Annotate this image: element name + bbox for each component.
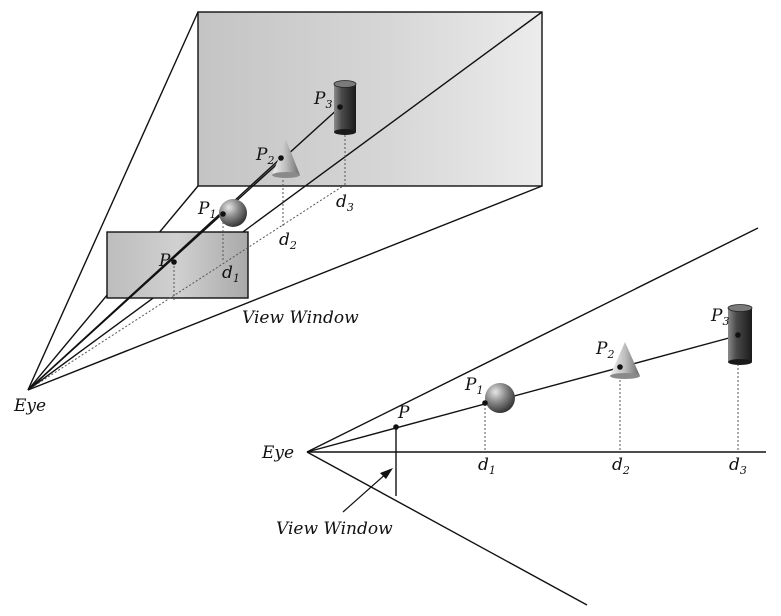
far-plane	[197, 11, 543, 187]
side-view-window-label: View Window	[276, 519, 393, 539]
side-depth-label-d2: d2	[612, 455, 630, 477]
side-projection-ray	[306, 334, 741, 453]
side-point-label-p2: P2	[595, 339, 614, 361]
cylinder-object	[333, 80, 357, 135]
side-depth-drop-lines	[484, 336, 739, 452]
view-window-arrow	[342, 471, 389, 513]
depth-label-d2: d2	[279, 230, 297, 252]
projection-points	[171, 104, 343, 265]
side-depth-label-d3: d3	[729, 455, 747, 477]
point-label-p: P	[158, 251, 171, 271]
side-sphere-object	[485, 383, 515, 413]
view-window-label: View Window	[242, 308, 359, 328]
side-view: Eye View Window P P1 P2 P3 d1 d2 d3	[261, 227, 766, 606]
point-label-p3: P3	[313, 89, 332, 111]
side-point-label-p1: P1	[464, 375, 483, 397]
side-depth-label-d1: d1	[478, 455, 496, 477]
point-label-p1: P1	[197, 199, 216, 221]
point-label-p2: P2	[255, 145, 274, 167]
side-eye-label: Eye	[261, 443, 294, 463]
arrow-head-icon	[380, 468, 393, 479]
floor-projection-line	[27, 185, 344, 391]
sphere-object	[219, 199, 247, 227]
side-point-label-p3: P3	[710, 306, 729, 328]
side-point-label-p: P	[397, 403, 410, 423]
eye-label: Eye	[13, 396, 46, 416]
depth-label-d1: d1	[222, 263, 240, 285]
cone-object	[272, 140, 300, 178]
side-cone-object	[610, 342, 640, 379]
perspective-view: Eye View Window P P1 P2 P3 d1 d2 d3	[13, 11, 543, 416]
side-frustum-edges	[306, 227, 766, 606]
view-window-plane	[106, 231, 249, 299]
depth-label-d3: d3	[336, 192, 354, 214]
side-projection-points	[393, 332, 741, 430]
